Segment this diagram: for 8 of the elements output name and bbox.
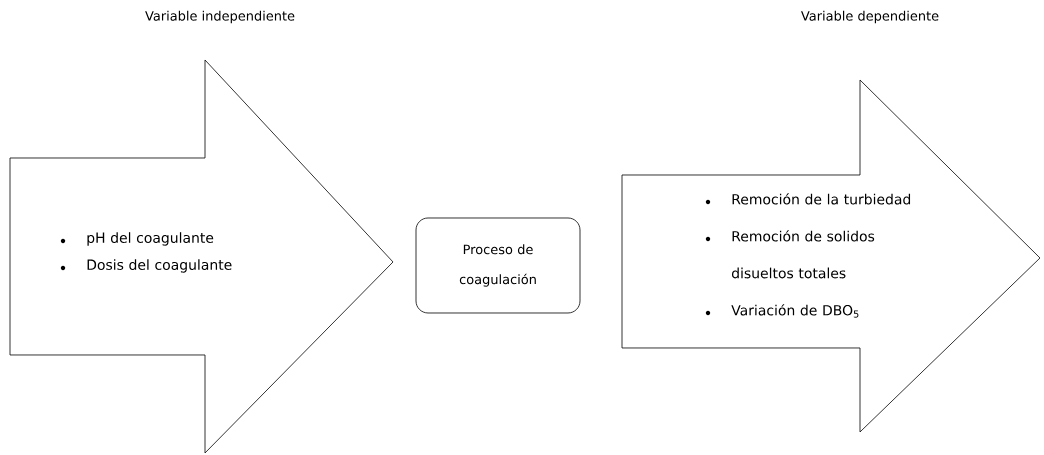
heading: Variable independiente <box>145 10 295 24</box>
bullet-item: Remoción de solidos disueltos totales <box>705 230 875 279</box>
process-box: Proceso de coagulación <box>415 217 581 314</box>
bullet-item: Remoción de la turbiedad <box>705 193 911 205</box>
heading: Variable dependiente <box>801 10 939 24</box>
bullet-item: Dosis del coagulante <box>60 259 232 273</box>
bullet-item: pH del coagulante <box>60 232 214 246</box>
bullet-item: Variación de DBO$_{5}$ <box>705 304 859 318</box>
